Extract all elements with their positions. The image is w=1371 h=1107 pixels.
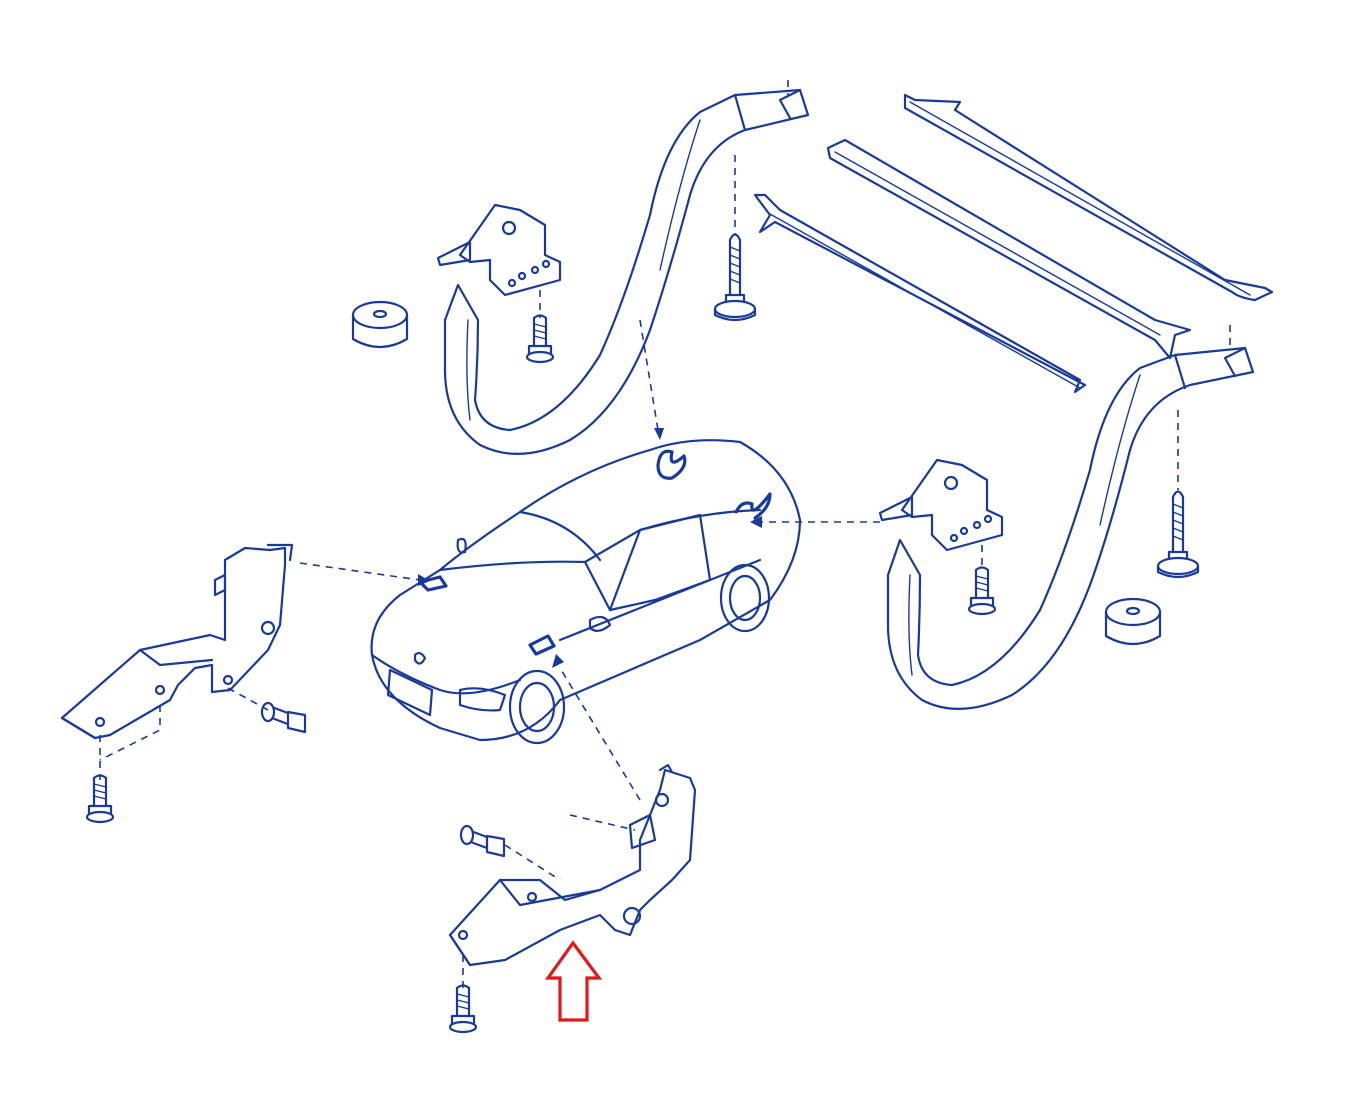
- torsion-rod-icon: [753, 193, 1087, 394]
- leader-lines: [99, 80, 1231, 990]
- buffer-icon: [351, 300, 409, 349]
- up-arrow-icon: [544, 940, 603, 1022]
- right-rear-hinge-arm: [878, 346, 1255, 710]
- screw-icon: [1156, 490, 1200, 579]
- bolt-icon: [459, 824, 506, 858]
- buffer-icon: [1104, 597, 1162, 646]
- screw-icon: [713, 233, 757, 322]
- torsion-rod-icon: [826, 138, 1192, 360]
- bolt-icon: [448, 984, 478, 1034]
- left-rear-hinge-arm: [436, 88, 810, 455]
- right-front-hinge-bracket: [448, 763, 697, 967]
- bolt-icon: [967, 566, 997, 616]
- bolt-icon: [260, 701, 307, 734]
- torsion-rod-icon: [903, 93, 1274, 302]
- left-front-hinge-bracket: [60, 543, 294, 740]
- bolt-icon: [85, 774, 115, 824]
- car-icon: [370, 439, 802, 745]
- bolt-icon: [525, 314, 555, 364]
